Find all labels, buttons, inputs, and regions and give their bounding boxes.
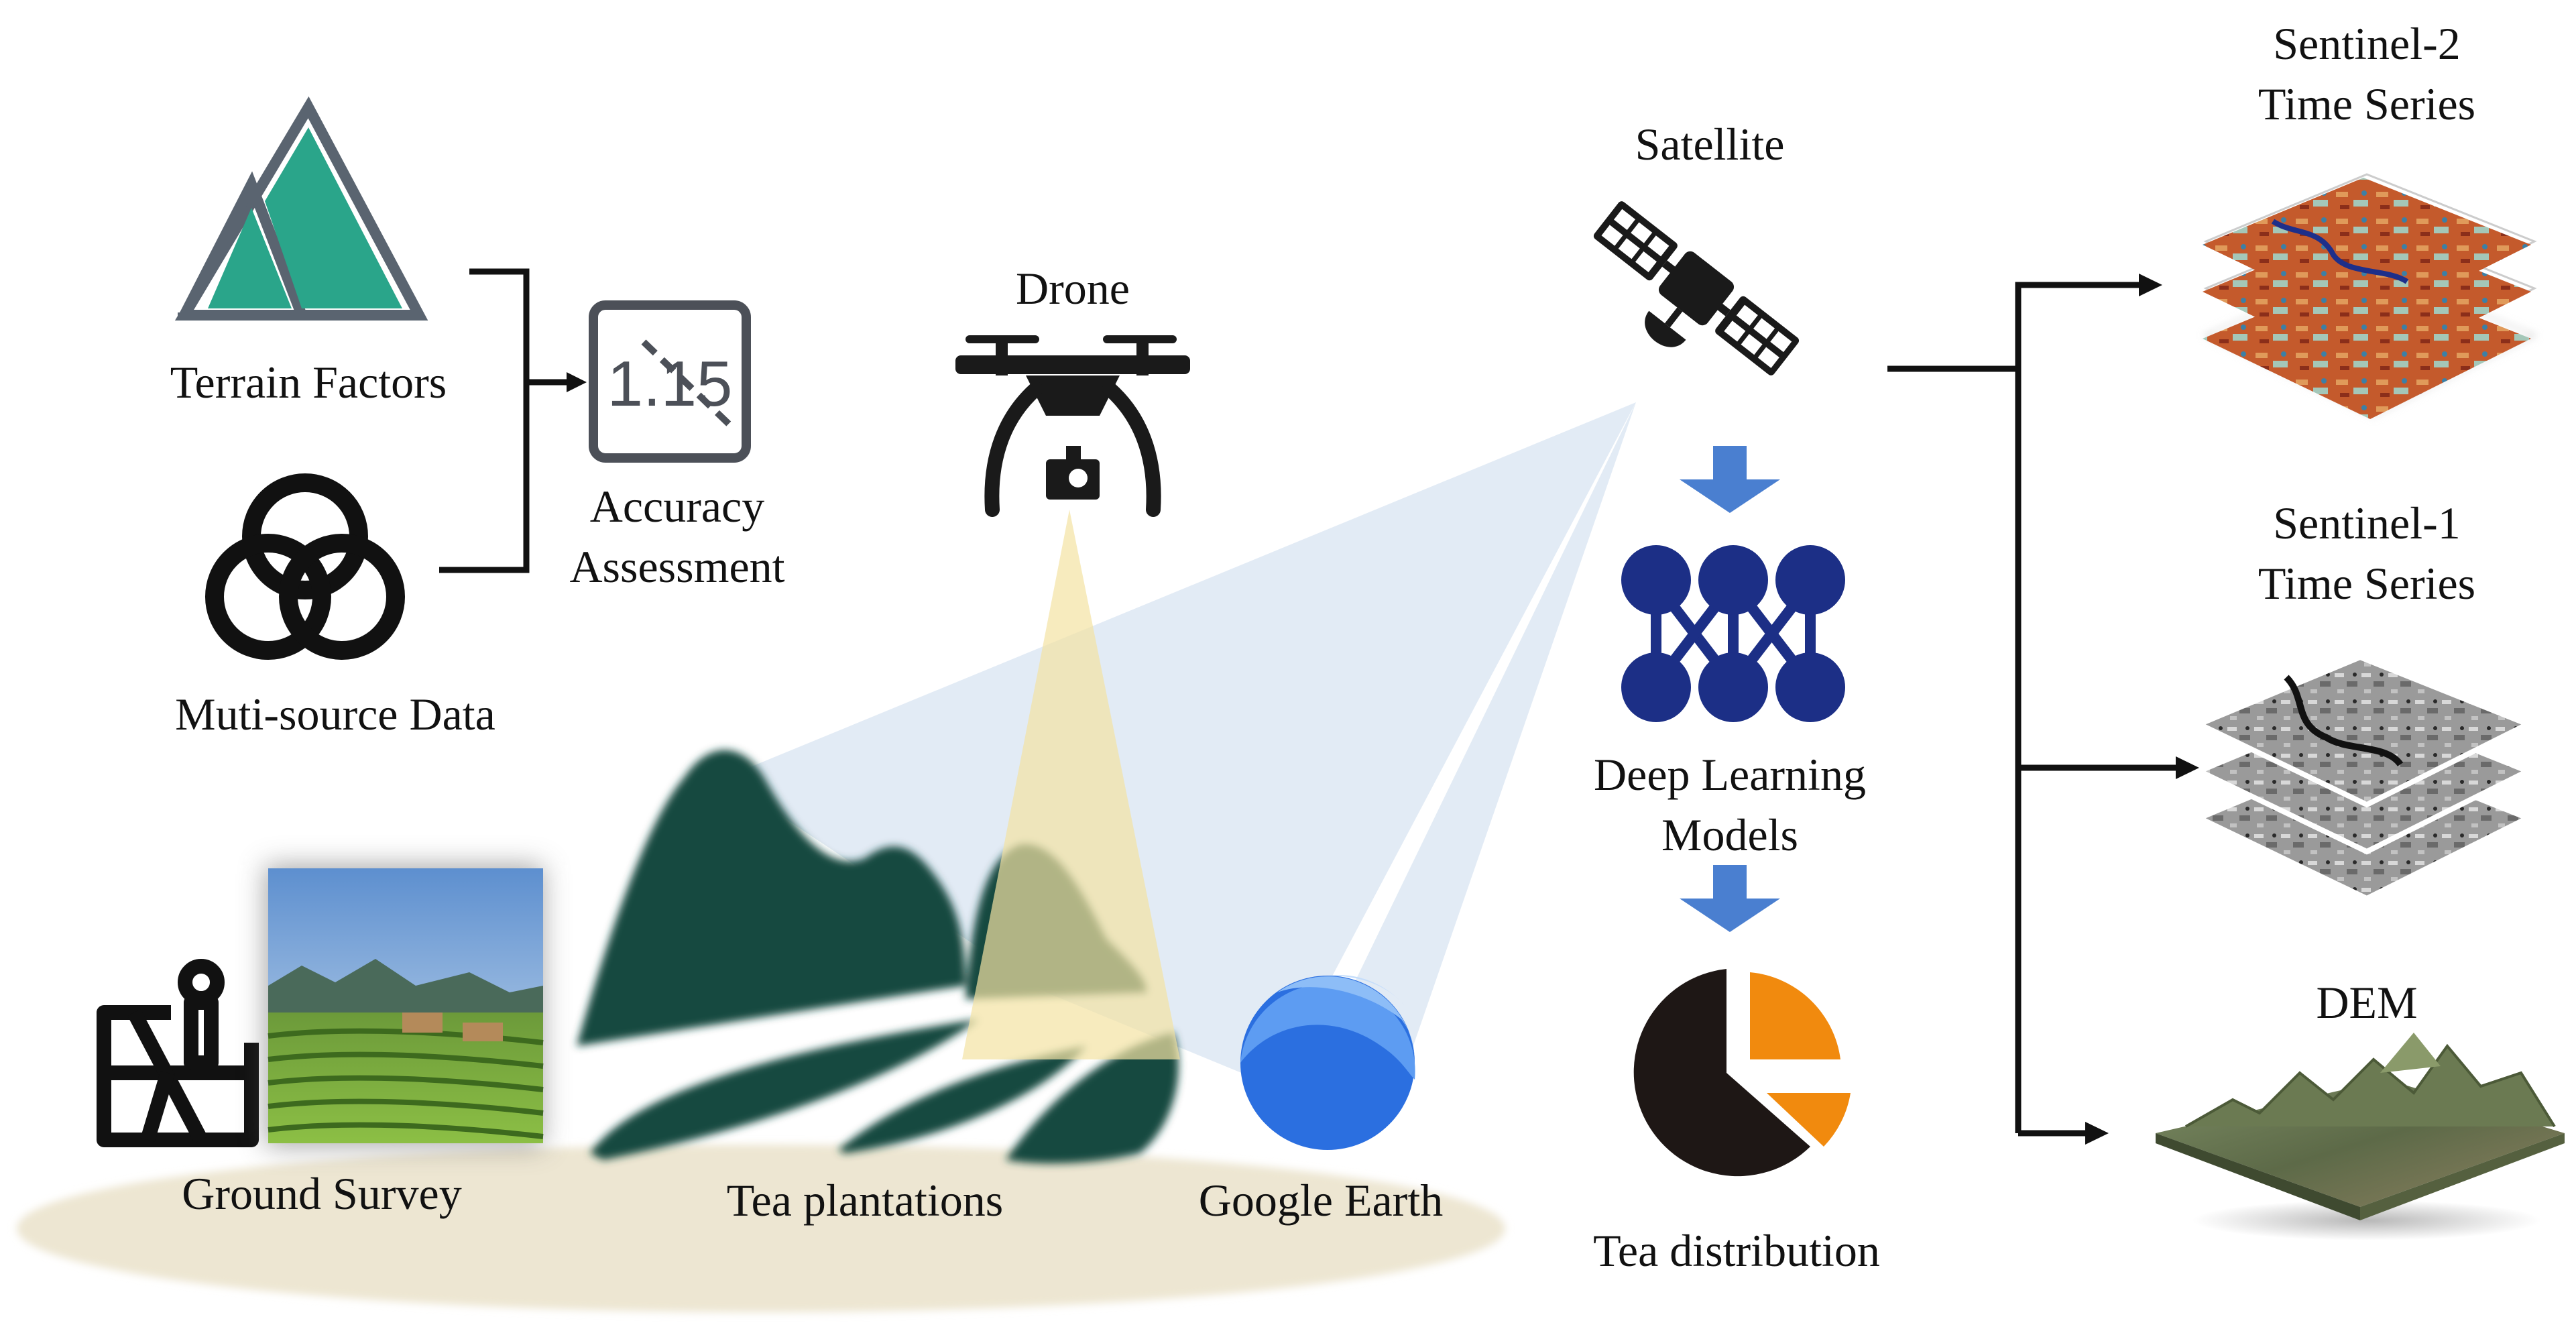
- sentinel2-label-2: Time Series: [2258, 78, 2476, 129]
- google-earth-icon: [1240, 975, 1415, 1150]
- google-earth-label: Google Earth: [1198, 1175, 1444, 1226]
- trefoil-icon: [205, 473, 405, 660]
- satellite-icon: [1593, 201, 1800, 375]
- drone-beam: [962, 510, 1180, 1059]
- arrow-head-dem: [2085, 1122, 2109, 1145]
- map-person-icon: [97, 959, 259, 1147]
- output-bracket: [1887, 282, 2182, 1137]
- accuracy-icon-text: 1.15: [607, 348, 733, 420]
- arrow-head: [567, 372, 587, 392]
- sentinel1-label-1: Sentinel-1: [2273, 498, 2461, 548]
- sentinel2-stack: [2203, 173, 2537, 419]
- drone-icon: [955, 335, 1190, 517]
- dem-label: DEM: [2316, 977, 2418, 1028]
- deep-learning-label-1: Deep Learning: [1594, 749, 1866, 800]
- mountain-icon: [174, 96, 428, 321]
- sentinel1-stack: [2192, 654, 2534, 902]
- ground-ellipse: [17, 1145, 1505, 1312]
- sentinel2-label-1: Sentinel-2: [2273, 18, 2461, 69]
- ground-survey-label: Ground Survey: [182, 1168, 462, 1219]
- terrain-factors-label: Terrain Factors: [170, 357, 447, 408]
- down-arrow-2: [1680, 865, 1780, 932]
- down-arrow-1: [1680, 446, 1780, 513]
- satellite-beam-right: [1307, 402, 1636, 1100]
- tea-distribution-label: Tea distribution: [1593, 1225, 1880, 1276]
- dem-terrain: [2156, 1033, 2565, 1240]
- deep-learning-label-2: Models: [1661, 809, 1798, 860]
- accuracy-label-2: Assessment: [569, 541, 785, 592]
- accuracy-icon: 1.15: [589, 300, 751, 463]
- arrow-head-s2: [2139, 274, 2162, 296]
- sentinel1-label-2: Time Series: [2258, 558, 2476, 609]
- tea-photo: [265, 865, 544, 1147]
- drone-label: Drone: [1016, 263, 1130, 314]
- pie-chart-icon: [1633, 969, 1851, 1177]
- accuracy-label-1: Accuracy: [589, 481, 765, 532]
- neural-network-icon: [1621, 545, 1845, 722]
- arrow-head-s1: [2176, 756, 2199, 779]
- satellite-label: Satellite: [1635, 119, 1785, 170]
- tea-plantations-label: Tea plantations: [726, 1175, 1004, 1226]
- muti-source-data-label: Muti-source Data: [175, 689, 495, 740]
